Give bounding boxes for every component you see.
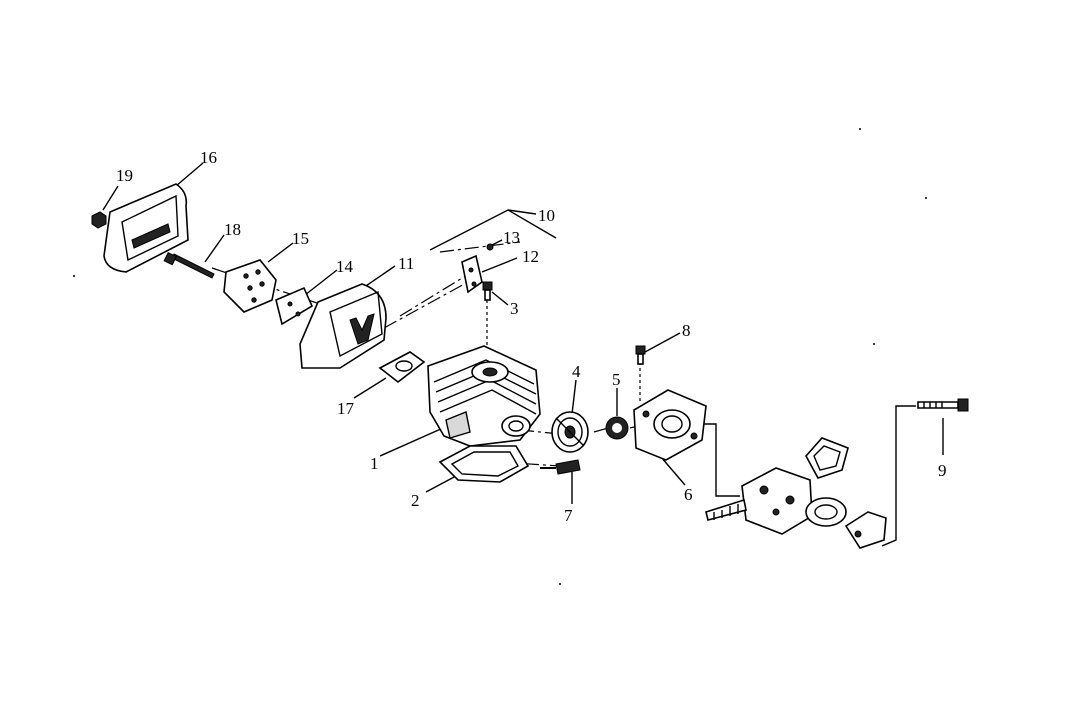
intake-gasket xyxy=(805,437,849,479)
callout-11: 11 xyxy=(398,254,414,273)
part-16-muffler-cover xyxy=(103,183,189,273)
part-4-spacer xyxy=(551,411,589,453)
callout-14: 14 xyxy=(336,257,354,276)
part-9-bolt xyxy=(917,398,969,412)
carburetor-assembly xyxy=(705,467,813,535)
callout-10: 10 xyxy=(538,206,555,225)
callout-7: 7 xyxy=(564,506,573,525)
part-1-cylinder xyxy=(427,345,541,447)
callout-15: 15 xyxy=(292,229,309,248)
callout-12: 12 xyxy=(522,247,539,266)
callout-17: 17 xyxy=(337,399,355,418)
part-14-gasket xyxy=(275,286,314,326)
part-12-plate xyxy=(461,254,483,294)
callout-labels: 1 2 3 4 5 6 7 8 9 10 11 12 13 14 15 16 1… xyxy=(116,148,947,525)
part-15-baffle-plate xyxy=(223,259,277,313)
callout-4: 4 xyxy=(572,362,581,381)
part-8-screw xyxy=(635,345,646,365)
part-7-spark-plug xyxy=(540,459,581,475)
part-5-ring xyxy=(605,416,629,440)
mount-bracket xyxy=(844,511,887,549)
part-11-muffler-body xyxy=(299,283,387,369)
callout-3: 3 xyxy=(510,299,519,318)
callout-19: 19 xyxy=(116,166,133,185)
callout-2: 2 xyxy=(411,491,420,510)
insulator-flange xyxy=(805,497,847,527)
part-13-nut xyxy=(486,243,494,251)
part-3-bolt xyxy=(482,281,493,301)
callout-5: 5 xyxy=(612,370,621,389)
callout-16: 16 xyxy=(200,148,217,167)
callout-18: 18 xyxy=(224,220,241,239)
callout-6: 6 xyxy=(684,485,693,504)
callout-1: 1 xyxy=(370,454,379,473)
part-17-gasket xyxy=(378,351,426,384)
part-19-nut xyxy=(91,211,107,229)
part-18-screw xyxy=(163,251,215,279)
part-6-manifold xyxy=(633,389,707,461)
part-2-base-gasket xyxy=(438,445,530,483)
callout-9: 9 xyxy=(938,461,947,480)
callout-13: 13 xyxy=(503,228,520,247)
scan-specks xyxy=(73,128,927,585)
callout-8: 8 xyxy=(682,321,691,340)
